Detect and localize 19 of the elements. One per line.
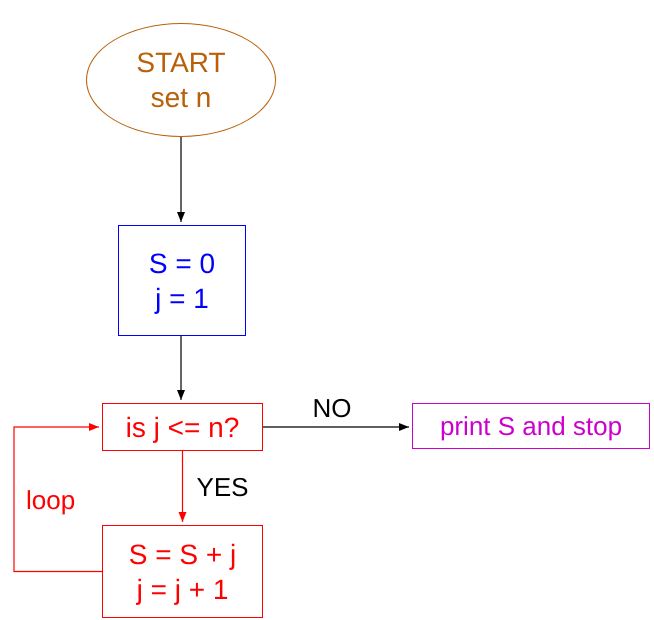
arrow	[177, 137, 185, 222]
process-box	[118, 225, 246, 336]
node-text: set n	[150, 81, 212, 115]
node-text: print S and stop	[440, 410, 622, 442]
decision-box	[102, 403, 263, 451]
node-text: START	[136, 46, 226, 80]
node-text: is j <= n?	[126, 410, 240, 444]
node-text: S = 0	[148, 246, 216, 280]
node-text: j = j + 1	[136, 572, 228, 606]
arrow	[177, 336, 185, 400]
arrow	[263, 423, 409, 431]
node-text: j = 1	[155, 282, 209, 316]
start-ellipse	[86, 23, 276, 137]
arrow	[13, 423, 102, 572]
arrow	[178, 451, 186, 522]
process-box	[412, 403, 650, 449]
node-text: S = S + j	[128, 538, 236, 572]
process-box	[102, 525, 263, 618]
edge-label: loop	[26, 487, 76, 514]
